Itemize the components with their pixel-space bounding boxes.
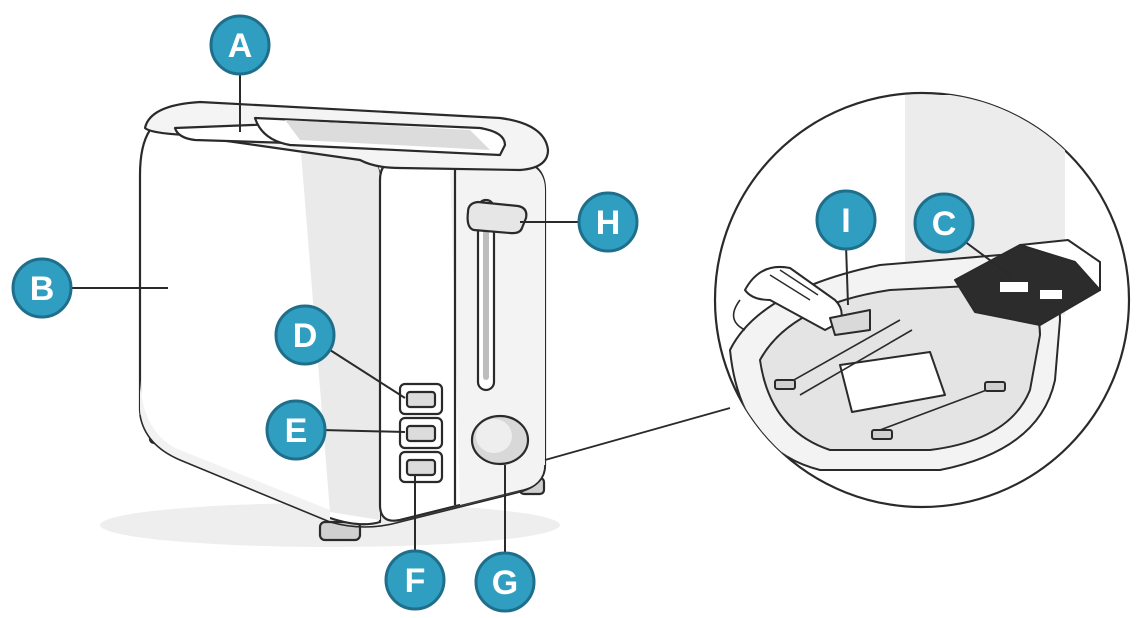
cord-clip bbox=[829, 309, 871, 336]
door-slot-1 bbox=[1000, 282, 1028, 292]
plug-ridges bbox=[769, 269, 819, 301]
clip-3 bbox=[984, 381, 1006, 392]
svg-text:H: H bbox=[596, 204, 621, 242]
crumb-window bbox=[839, 351, 946, 413]
callout-h: H bbox=[577, 191, 639, 253]
callout-c: C bbox=[913, 192, 975, 254]
leader-i bbox=[845, 244, 849, 306]
callout-f: F bbox=[384, 549, 446, 611]
inset-connector bbox=[544, 407, 731, 461]
rail-3 bbox=[879, 384, 1001, 431]
plug-pin bbox=[732, 299, 746, 331]
svg-text:F: F bbox=[405, 562, 426, 600]
leader-lines bbox=[68, 62, 1011, 555]
svg-text:C: C bbox=[932, 205, 957, 243]
callout-i: I bbox=[815, 189, 877, 251]
side-shade bbox=[300, 140, 380, 520]
lever-handle[interactable] bbox=[466, 200, 528, 235]
rail-1 bbox=[784, 319, 901, 386]
button-f-face bbox=[405, 458, 437, 477]
base-line bbox=[139, 414, 546, 528]
underside-inset bbox=[713, 91, 1131, 509]
svg-text:G: G bbox=[492, 564, 518, 602]
svg-text:B: B bbox=[30, 270, 55, 308]
plug bbox=[744, 266, 843, 331]
leader-c bbox=[959, 237, 1011, 276]
front-shade bbox=[450, 162, 545, 505]
leader-e bbox=[321, 429, 406, 433]
callout-g: G bbox=[474, 551, 536, 613]
clip-1 bbox=[774, 379, 796, 390]
button-d-face bbox=[405, 390, 437, 409]
toaster bbox=[100, 100, 560, 547]
svg-text:E: E bbox=[285, 412, 308, 450]
svg-text:I: I bbox=[841, 202, 850, 240]
clip-2 bbox=[871, 429, 893, 440]
callout-a: A bbox=[209, 14, 271, 76]
button-e-face bbox=[405, 424, 437, 443]
bottom-band bbox=[140, 380, 330, 520]
dial-highlight bbox=[476, 419, 512, 453]
callout-badges: A B C D E F G H bbox=[11, 14, 975, 613]
slot-right-inner bbox=[285, 120, 490, 150]
rail-2 bbox=[799, 329, 913, 396]
door-slot-2 bbox=[1040, 290, 1062, 299]
lever-slot bbox=[483, 215, 489, 380]
leader-d bbox=[329, 349, 406, 399]
svg-text:D: D bbox=[293, 317, 318, 355]
door-edge bbox=[1019, 239, 1101, 291]
svg-text:A: A bbox=[228, 27, 253, 65]
callout-b: B bbox=[11, 257, 73, 319]
callout-e: E bbox=[265, 399, 327, 461]
callout-d: D bbox=[274, 304, 336, 366]
